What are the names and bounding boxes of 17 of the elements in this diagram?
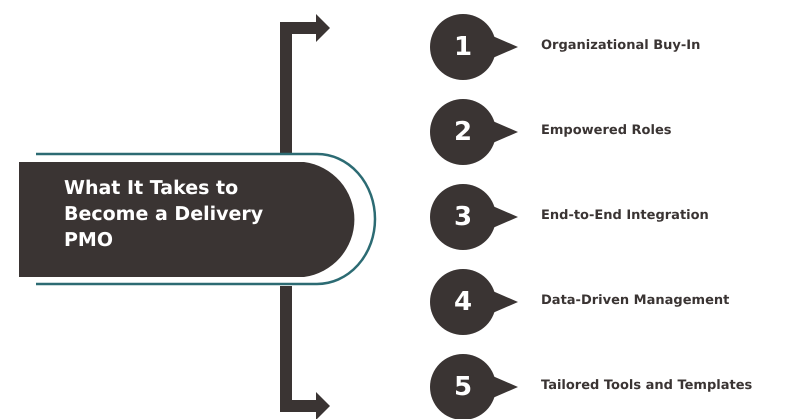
number-badge	[430, 14, 520, 80]
number-badge	[430, 269, 520, 335]
step-number: 1	[452, 31, 474, 64]
step-number: 2	[452, 116, 474, 149]
step-label: End-to-End Integration	[541, 208, 709, 223]
step-number: 3	[452, 201, 474, 234]
number-badge	[430, 184, 520, 250]
number-badge	[430, 354, 520, 419]
step-number: 4	[452, 286, 474, 319]
banner-title: What It Takes to Become a Delivery PMO	[64, 176, 264, 253]
step-number: 5	[452, 371, 474, 404]
title-banner	[19, 153, 377, 286]
step-label: Organizational Buy-In	[541, 38, 700, 53]
step-label: Tailored Tools and Templates	[541, 378, 752, 393]
step-label: Empowered Roles	[541, 123, 672, 138]
step-label: Data-Driven Management	[541, 293, 730, 308]
number-badge	[430, 99, 520, 165]
